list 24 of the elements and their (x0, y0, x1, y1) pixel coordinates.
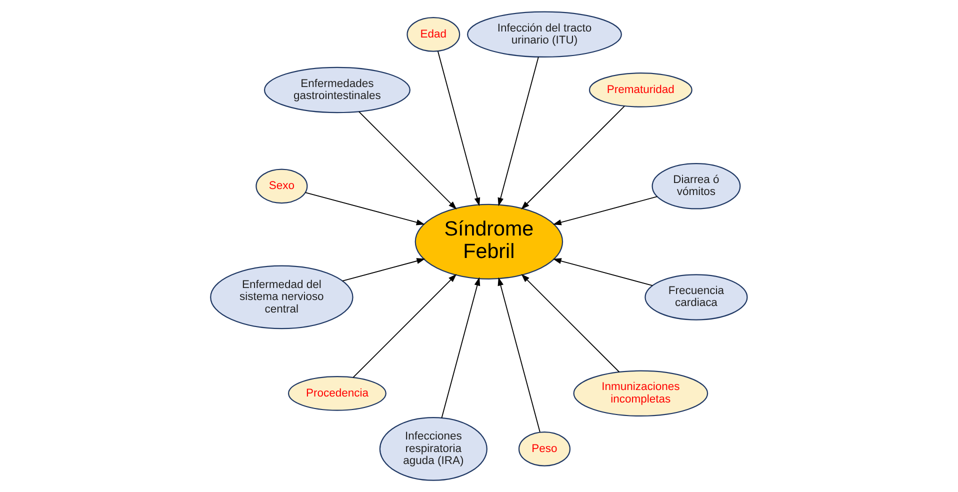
node-ellipse: Inmunizaciones incompletas (573, 370, 708, 417)
node-ellipse: Infecciones respiratoria aguda (IRA) (379, 417, 488, 481)
arrow (342, 258, 426, 282)
arrow (352, 274, 457, 378)
node-ellipse: Enfermedad del sistema nervioso central (210, 265, 354, 330)
arrow (498, 56, 539, 206)
arrow (521, 106, 625, 210)
node-ellipse: Procedencia (288, 376, 386, 411)
arrow (552, 196, 658, 226)
node-ellipse: Diarrea ó vómitos (652, 163, 741, 210)
arrow (437, 50, 480, 206)
node-ellipse: Enfermedades gastrointestinales (264, 66, 410, 114)
arrow (358, 111, 457, 210)
node-ellipse: Infección del tracto urinario (ITU) (467, 11, 622, 58)
node-ellipse: Sexo (256, 168, 308, 204)
arrow (521, 274, 620, 372)
node-ellipse: Edad (406, 16, 460, 52)
node-ellipse: Prematuridad (588, 72, 692, 108)
node-ellipse: Peso (518, 432, 571, 466)
arrow (441, 277, 480, 418)
arrow (498, 277, 540, 432)
node-ellipse: Frecuencia cardiaca (644, 274, 748, 320)
arrow (552, 258, 653, 286)
arrow (304, 192, 425, 226)
